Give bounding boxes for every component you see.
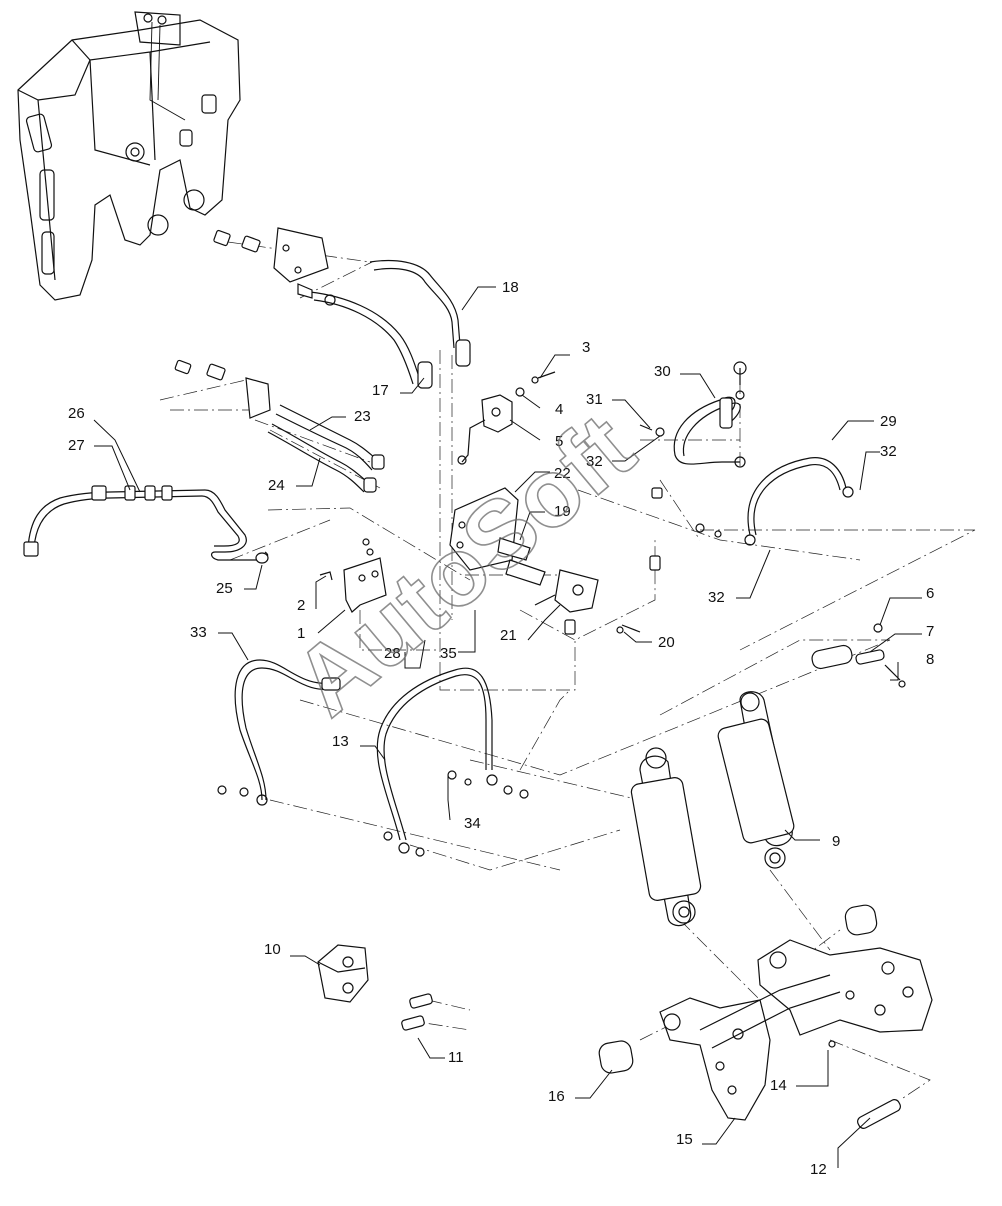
hydraulic-pipes-upper bbox=[213, 227, 471, 389]
callout-29: 29 bbox=[880, 413, 897, 430]
callout-2: 2 bbox=[297, 597, 305, 614]
callout-31: 31 bbox=[586, 391, 603, 408]
callout-1: 1 bbox=[297, 625, 305, 642]
callout-18: 18 bbox=[502, 279, 519, 296]
callout-33: 33 bbox=[190, 624, 207, 641]
callout-28: 28 bbox=[384, 645, 401, 662]
autosoft-watermark: AutoSoft bbox=[275, 394, 654, 736]
pin-12 bbox=[857, 1099, 901, 1129]
callout-32-a: 32 bbox=[586, 453, 603, 470]
lift-arms-15 bbox=[659, 939, 933, 1121]
callout-27: 27 bbox=[68, 437, 85, 454]
callout-26: 26 bbox=[68, 405, 85, 422]
callout-32-c: 32 bbox=[708, 589, 725, 606]
construction-lines bbox=[159, 241, 976, 1101]
callout-4: 4 bbox=[555, 401, 563, 418]
callout-7: 7 bbox=[926, 623, 934, 640]
callout-11: 11 bbox=[448, 1049, 464, 1066]
hoses-upper-right bbox=[639, 361, 854, 546]
callout-23: 23 bbox=[354, 408, 371, 425]
callout-3: 3 bbox=[582, 339, 590, 356]
callout-13: 13 bbox=[332, 733, 349, 750]
callout-22: 22 bbox=[554, 465, 571, 482]
hydraulic-pipes-middle bbox=[174, 359, 385, 493]
callout-32-b: 32 bbox=[880, 443, 897, 460]
coupler-block-assembly bbox=[449, 487, 663, 635]
callout-12: 12 bbox=[810, 1161, 827, 1178]
front-frame-assembly bbox=[17, 11, 241, 301]
callout-21: 21 bbox=[500, 627, 517, 644]
callout-30: 30 bbox=[654, 363, 671, 380]
callout-10: 10 bbox=[264, 941, 281, 958]
callout-35: 35 bbox=[440, 645, 457, 662]
callout-24: 24 bbox=[268, 477, 285, 494]
lift-cylinders bbox=[630, 691, 795, 927]
pins-6-7-8 bbox=[811, 623, 906, 688]
callout-34: 34 bbox=[464, 815, 481, 832]
callout-17: 17 bbox=[372, 382, 389, 399]
callout-8: 8 bbox=[926, 651, 934, 668]
callout-numbers: 1 2 3 4 5 6 7 8 9 10 11 12 13 14 15 16 1… bbox=[68, 279, 934, 1178]
callout-6: 6 bbox=[926, 585, 934, 602]
pipe-25-assembly bbox=[23, 485, 269, 564]
callout-20: 20 bbox=[658, 634, 675, 651]
callout-19: 19 bbox=[554, 503, 571, 520]
bracket-1-assembly bbox=[319, 538, 387, 613]
block-10-assembly bbox=[317, 944, 433, 1031]
leader-lines bbox=[93, 286, 922, 1168]
callout-9: 9 bbox=[832, 833, 840, 850]
hoses-lower-left bbox=[217, 659, 529, 857]
callout-25: 25 bbox=[216, 580, 233, 597]
callout-5: 5 bbox=[555, 433, 563, 450]
callout-14: 14 bbox=[770, 1077, 787, 1094]
callout-15: 15 bbox=[676, 1131, 693, 1148]
bushings bbox=[598, 904, 878, 1074]
callout-16: 16 bbox=[548, 1088, 565, 1105]
valve-5-assembly bbox=[457, 371, 556, 465]
